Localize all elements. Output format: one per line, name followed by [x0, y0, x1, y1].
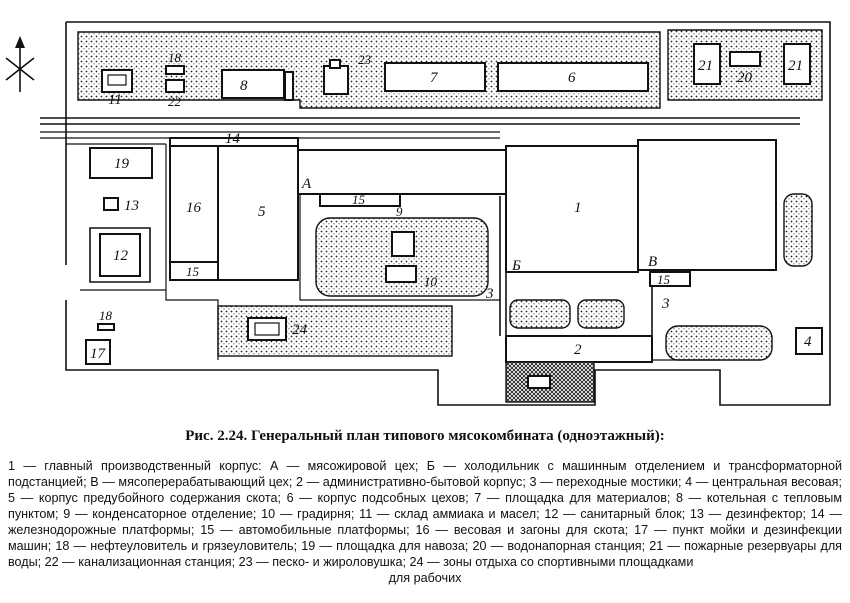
label-2: 2	[574, 342, 582, 358]
figure-legend: 1 — главный производственный корпус: А —…	[8, 458, 842, 586]
building-10	[385, 265, 417, 283]
label-21-left: 21	[698, 58, 713, 74]
building-18-bottom	[97, 323, 115, 331]
legend-text: 1 — главный производственный корпус: А —…	[8, 459, 842, 569]
building-20	[729, 51, 761, 67]
building-19	[89, 147, 153, 179]
building-11-inner	[107, 74, 127, 86]
label-12: 12	[113, 248, 129, 264]
label-15-right: 15	[657, 272, 671, 287]
label-1: 1	[574, 200, 582, 216]
label-8: 8	[240, 78, 248, 94]
building-7	[384, 62, 486, 92]
entrance-plaza-inner	[527, 375, 551, 389]
label-14: 14	[225, 131, 241, 147]
building-18-top	[165, 65, 185, 75]
building-6	[497, 62, 649, 92]
label-B: Б	[511, 258, 521, 274]
platform-14	[169, 137, 299, 147]
label-5: 5	[258, 204, 266, 220]
label-7: 7	[430, 70, 439, 86]
figure-caption: Рис. 2.24. Генеральный план типового мяс…	[185, 428, 665, 444]
label-23: 23	[358, 52, 372, 67]
label-13: 13	[124, 198, 139, 214]
site-plan-diagram: 11 18 22 8 23 7 6 21 20 21 19 13 12 16 1…	[5, 21, 831, 406]
label-17: 17	[90, 346, 107, 362]
building-1-left	[505, 145, 639, 273]
label-15-left: 15	[186, 264, 200, 279]
label-19: 19	[114, 156, 130, 172]
label-10: 10	[424, 274, 438, 289]
building-9	[391, 231, 415, 257]
green-right-side	[783, 193, 813, 267]
label-4: 4	[804, 334, 812, 350]
label-24: 24	[292, 322, 308, 338]
building-13	[103, 197, 119, 211]
label-18-bottom: 18	[99, 308, 113, 323]
sport-field-24-inner	[254, 322, 280, 336]
label-9: 9	[396, 204, 403, 219]
building-4	[795, 327, 823, 355]
building-21-left	[693, 43, 721, 85]
label-21-right: 21	[788, 58, 803, 74]
connector-A	[297, 149, 507, 195]
sanitary-enclosure	[89, 227, 151, 283]
north-arrow-icon	[5, 36, 35, 92]
building-21-right	[783, 43, 811, 85]
building-22	[165, 79, 185, 93]
building-23-top	[329, 59, 341, 69]
building-1-right	[637, 139, 777, 271]
label-V: В	[648, 254, 657, 270]
building-2	[505, 335, 653, 363]
green-near-2-left	[509, 299, 571, 329]
green-bottom-right	[665, 325, 773, 361]
building-5	[217, 145, 299, 281]
label-18-top: 18	[168, 50, 182, 65]
railway-tracks	[40, 117, 800, 139]
green-near-2-right	[577, 299, 625, 329]
building-12	[99, 233, 141, 277]
label-16: 16	[186, 200, 202, 216]
label-3-left: 3	[485, 286, 494, 302]
platform-15-right	[649, 271, 691, 287]
building-11	[101, 69, 133, 93]
interior-roads	[66, 143, 720, 361]
platform-15-mid	[319, 193, 401, 207]
label-22: 22	[168, 94, 182, 109]
label-15-mid: 15	[352, 192, 366, 207]
label-6: 6	[568, 70, 576, 86]
building-17	[85, 339, 111, 365]
label-11: 11	[108, 92, 122, 108]
label-3-right: 3	[661, 296, 670, 312]
building-8	[221, 69, 285, 99]
sport-field-24	[247, 317, 287, 341]
building-23	[323, 65, 349, 95]
building-8-stack	[284, 71, 294, 101]
label-A: А	[301, 176, 312, 192]
label-20: 20	[737, 70, 753, 86]
legend-last-line: для рабочих	[388, 571, 462, 585]
